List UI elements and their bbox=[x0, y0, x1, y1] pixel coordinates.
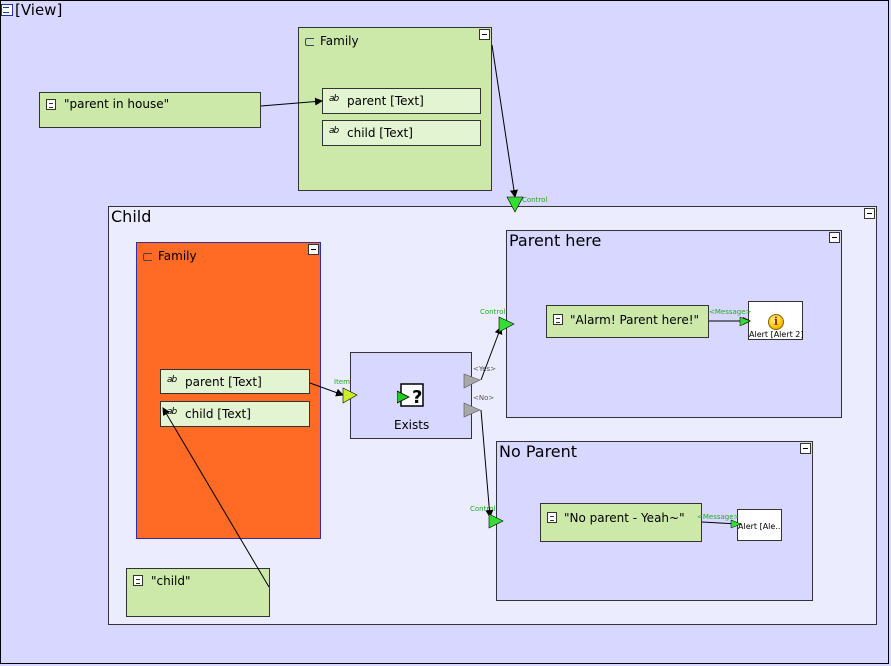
svg-text:?: ? bbox=[412, 387, 422, 408]
collapse-button[interactable] bbox=[308, 244, 319, 255]
family-top-title: Family bbox=[320, 34, 359, 48]
collapse-button[interactable] bbox=[800, 443, 811, 454]
wire-yes-to-parent-here bbox=[480, 326, 503, 381]
yes-port-label: <Yes> bbox=[473, 365, 497, 373]
no-parent-message-port bbox=[730, 519, 742, 529]
parent-here-control-port bbox=[498, 316, 515, 333]
exists-label: Exists bbox=[394, 418, 430, 432]
view-title-label: [View] bbox=[15, 1, 63, 19]
alarm-message-port-label: <Message> bbox=[709, 308, 752, 316]
alert-box-no-parent[interactable]: Alert [Ale.. bbox=[737, 509, 782, 541]
text-type-icon: ab bbox=[167, 407, 177, 417]
parent-here-title: Parent here bbox=[509, 231, 602, 250]
sequence-icon bbox=[143, 252, 152, 261]
yes-port bbox=[463, 373, 481, 389]
wire-family-to-control bbox=[491, 44, 518, 198]
view-icon bbox=[1, 4, 13, 16]
view-title: [View] bbox=[1, 1, 62, 19]
field-label: parent [Text] bbox=[347, 94, 424, 108]
constant-child[interactable]: "child" bbox=[126, 568, 270, 617]
sequence-icon bbox=[305, 37, 314, 46]
alert-label: Alert [Ale.. bbox=[738, 522, 781, 531]
no-parent-control-label: Control bbox=[470, 505, 496, 513]
no-parent-message-port-label: <Message> bbox=[697, 513, 740, 521]
field-label: child [Text] bbox=[185, 407, 251, 421]
control-port bbox=[506, 196, 524, 213]
family-top-field-child[interactable]: ab child [Text] bbox=[322, 120, 481, 146]
alert-label: Alert [Alert 2] bbox=[749, 330, 804, 339]
alarm-message-port bbox=[739, 316, 751, 327]
document-icon bbox=[46, 99, 56, 110]
document-icon bbox=[553, 314, 563, 325]
no-parent-control-port bbox=[488, 513, 504, 529]
field-label: parent [Text] bbox=[185, 375, 262, 389]
control-port-label: Control bbox=[522, 196, 548, 204]
no-port bbox=[463, 402, 481, 418]
exists-icon: ? bbox=[397, 383, 424, 408]
constant-label: "child" bbox=[151, 574, 191, 588]
constant-label: "parent in house" bbox=[64, 97, 170, 111]
document-icon bbox=[547, 512, 557, 523]
wire-parent-to-item bbox=[309, 382, 344, 397]
constant-no-parent-message[interactable]: "No parent - Yeah~" bbox=[540, 503, 702, 542]
constant-alarm-message[interactable]: "Alarm! Parent here!" bbox=[546, 305, 709, 338]
collapse-button[interactable] bbox=[479, 29, 490, 40]
no-port-label: <No> bbox=[473, 394, 495, 402]
constant-label: "No parent - Yeah~" bbox=[564, 511, 685, 525]
document-icon bbox=[133, 575, 143, 586]
wire-child-const-to-child-field bbox=[162, 407, 270, 588]
family-top-box[interactable]: Family ab parent [Text] ab child [Text] bbox=[298, 27, 492, 191]
alert-2-box[interactable]: i Alert [Alert 2] bbox=[748, 301, 804, 340]
parent-here-control-label: Control bbox=[480, 308, 506, 316]
text-type-icon: ab bbox=[329, 126, 339, 136]
wire-const-to-parent bbox=[260, 97, 323, 107]
constant-label: "Alarm! Parent here!" bbox=[570, 313, 700, 327]
collapse-button[interactable] bbox=[864, 208, 875, 219]
text-type-icon: ab bbox=[167, 375, 177, 385]
item-port-label: Item bbox=[334, 378, 350, 386]
family-top-field-parent[interactable]: ab parent [Text] bbox=[322, 88, 481, 114]
constant-parent-in-house[interactable]: "parent in house" bbox=[39, 92, 261, 128]
child-box-title: Child bbox=[111, 207, 152, 226]
field-label: child [Text] bbox=[347, 126, 413, 140]
info-icon: i bbox=[768, 314, 784, 330]
collapse-button[interactable] bbox=[829, 232, 840, 243]
family-inner-field-child[interactable]: ab child [Text] bbox=[160, 401, 310, 427]
item-port bbox=[342, 387, 358, 404]
exists-box[interactable]: ? Exists bbox=[350, 352, 472, 439]
text-type-icon: ab bbox=[329, 94, 339, 104]
family-inner-field-parent[interactable]: ab parent [Text] bbox=[160, 369, 310, 394]
no-parent-title: No Parent bbox=[499, 442, 578, 461]
family-inner-title: Family bbox=[158, 249, 197, 263]
wire-no-to-no-parent bbox=[480, 409, 494, 518]
